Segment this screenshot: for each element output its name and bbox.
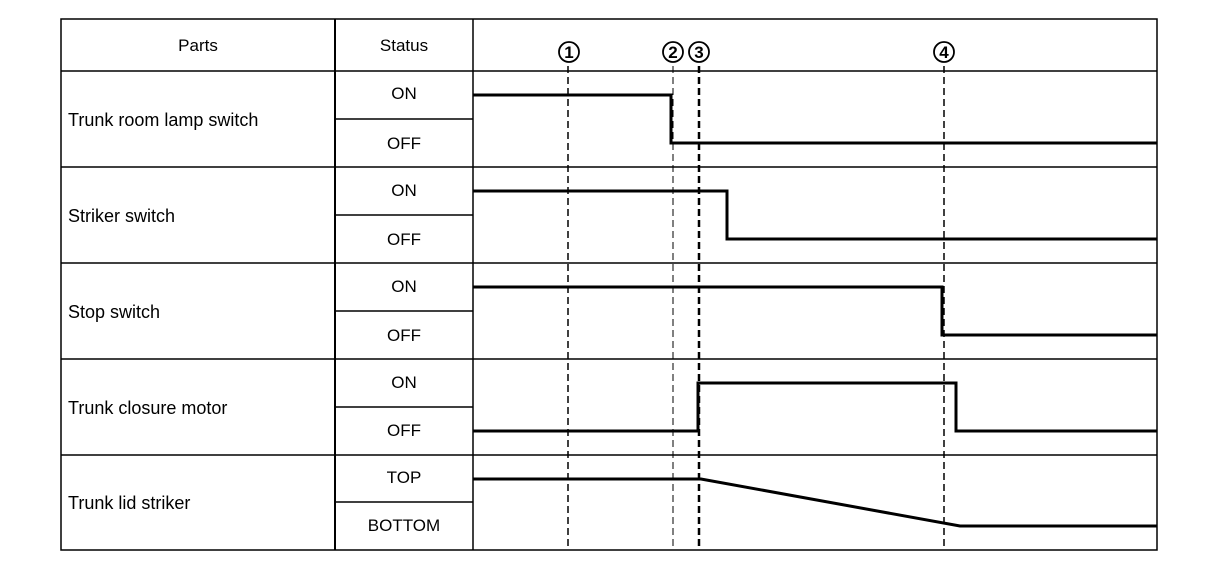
part-label-trunk-lid-striker: Trunk lid striker: [68, 493, 190, 513]
marker-3-circle: [688, 41, 710, 63]
marker-2-circle: [662, 41, 684, 63]
waveform-trunk-closure-motor: [473, 381, 1157, 433]
parts-header: Parts: [178, 36, 218, 55]
status-label-striker-off: OFF: [387, 230, 421, 249]
status-label-lamp-off: OFF: [387, 134, 421, 153]
waveforms: [473, 93, 1157, 528]
marker-2: 2: [662, 41, 684, 63]
marker-1: 1: [558, 41, 580, 63]
waveform-stop-switch: [473, 285, 1157, 337]
marker-1-label: 1: [564, 43, 573, 62]
waveform-striker-switch: [473, 189, 1157, 241]
marker-4-circle: [933, 41, 955, 63]
table-border: [60, 18, 1158, 551]
part-label-stop-switch: Stop switch: [68, 302, 160, 322]
status-label-lid-bottom: BOTTOM: [368, 516, 440, 535]
status-label-lid-top: TOP: [387, 468, 422, 487]
part-label-trunk-closure-motor: Trunk closure motor: [68, 398, 227, 418]
part-label-striker-switch: Striker switch: [68, 206, 175, 226]
marker-guides: [567, 66, 945, 550]
status-label-lamp-on: ON: [391, 84, 417, 103]
waveform-trunk-lid-striker: [473, 477, 1157, 528]
status-label-stop-off: OFF: [387, 326, 421, 345]
table-grid: [60, 18, 1158, 551]
status-label-stop-on: ON: [391, 277, 417, 296]
status-label-striker-on: ON: [391, 181, 417, 200]
part-label-trunk-room-lamp-switch: Trunk room lamp switch: [68, 110, 258, 130]
marker-4: 4: [933, 41, 955, 63]
marker-2-label: 2: [668, 43, 677, 62]
marker-4-label: 4: [939, 43, 949, 62]
status-header: Status: [380, 36, 428, 55]
waveform-trunk-room-lamp-switch: [473, 93, 1157, 145]
marker-1-circle: [558, 41, 580, 63]
status-label-motor-on: ON: [391, 373, 417, 392]
status-label-motor-off: OFF: [387, 421, 421, 440]
marker-3-label: 3: [694, 43, 703, 62]
marker-3: 3: [688, 41, 710, 63]
